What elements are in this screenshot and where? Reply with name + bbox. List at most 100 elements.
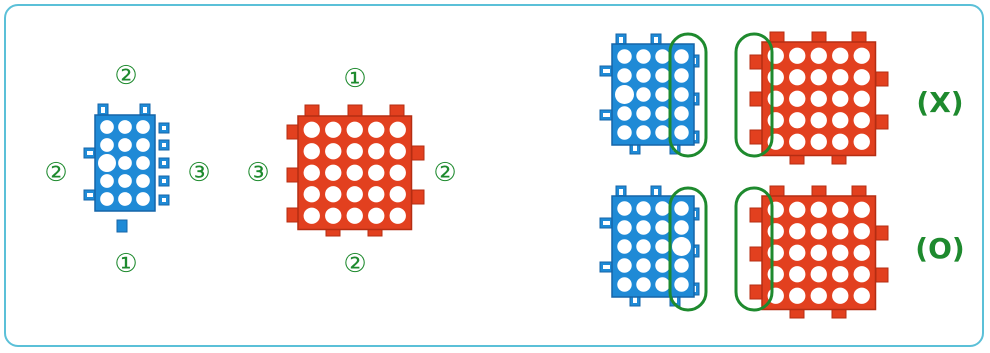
ex1-blue-block-tab-notch <box>654 37 658 43</box>
ex1-blue-block-hole <box>674 49 688 63</box>
ex2-red-block-hole <box>789 223 805 239</box>
ex2-red-block-hole <box>832 223 848 239</box>
ex2-red-block-tab <box>876 268 888 282</box>
red-piece-group: ① ② ③ ② <box>246 64 456 279</box>
red-block-hole <box>325 208 341 224</box>
ex1-blue-block-tab-notch <box>619 37 623 43</box>
ex1-blue-block-hole <box>617 125 631 139</box>
ex2-blue-block-tab-notch <box>603 221 610 225</box>
red-block-hole <box>368 208 384 224</box>
ex2-red-block-hole <box>854 266 870 282</box>
red-block-hole <box>368 165 384 181</box>
blue-block-hole <box>136 120 150 134</box>
ex1-red-block-hole <box>811 134 827 150</box>
ex2-blue-block-hole <box>617 201 631 215</box>
ex1-red-block-hole <box>854 112 870 128</box>
ex2-red-block-hole <box>789 266 805 282</box>
red-block-hole <box>325 122 341 138</box>
ex1-blue-block-hole <box>615 85 634 104</box>
ex2-blue-block-hole <box>655 239 669 253</box>
ex2-red-block-hole <box>832 266 848 282</box>
red-label-right: ② <box>433 158 456 188</box>
ex2-red-block-hole <box>768 245 784 261</box>
red-block-hole <box>390 186 406 202</box>
ex2-red-block-hole <box>854 202 870 218</box>
ex1-red-block-tab <box>750 92 763 106</box>
ex1-blue-block-tab-notch <box>603 69 610 73</box>
blue-block-hole <box>100 174 114 188</box>
ex1-red-block-hole <box>768 91 784 107</box>
blue-block <box>84 104 169 232</box>
example-incorrect-blue-block <box>600 34 699 154</box>
red-block-hole <box>347 165 363 181</box>
ex1-red-block-hole <box>811 112 827 128</box>
ex2-red-block-hole <box>832 245 848 261</box>
ex2-red-block-hole <box>789 245 805 261</box>
blue-piece-group: ② ① ② ③ <box>44 61 210 279</box>
ex1-red-block-hole <box>854 48 870 64</box>
red-block-hole <box>390 165 406 181</box>
ex2-blue-block-hole <box>636 201 650 215</box>
ex2-red-block-hole <box>768 202 784 218</box>
red-block-hole <box>325 165 341 181</box>
ex1-red-block-hole <box>789 134 805 150</box>
red-block-hole <box>368 122 384 138</box>
red-block-tab <box>305 105 319 117</box>
ex1-red-block-hole <box>832 91 848 107</box>
blue-block-hole <box>136 156 150 170</box>
blue-block-tab-notch <box>162 198 166 202</box>
ex1-blue-block-hole <box>655 68 669 82</box>
ex1-red-block-tab <box>876 115 888 129</box>
ex1-red-block-hole <box>832 112 848 128</box>
ex1-red-block-tab <box>876 72 888 86</box>
ex2-red-block-tab <box>876 226 888 240</box>
red-block-tab <box>412 146 424 160</box>
ex2-blue-block-hole <box>672 237 691 256</box>
ex1-red-block-hole <box>811 69 827 85</box>
ex1-red-block-hole <box>832 69 848 85</box>
ex2-red-block-hole <box>811 266 827 282</box>
example-correct-mark: (O) <box>915 232 964 265</box>
ex2-blue-block-hole <box>655 258 669 272</box>
ex1-blue-block-hole <box>655 49 669 63</box>
ex1-red-block-hole <box>768 112 784 128</box>
ex1-blue-block-hole <box>674 87 688 101</box>
blue-block-tab-notch <box>87 193 93 197</box>
red-block-hole <box>304 165 320 181</box>
red-block-hole <box>304 186 320 202</box>
ex2-red-block-hole <box>768 223 784 239</box>
red-label-top: ① <box>343 64 366 94</box>
example-correct: (O) <box>600 186 965 318</box>
red-block-hole <box>347 143 363 159</box>
blue-block-tab <box>117 220 127 232</box>
ex1-blue-block-hole <box>674 106 688 120</box>
blue-block-hole <box>100 192 114 206</box>
blue-block-hole <box>118 174 132 188</box>
ex1-blue-block-tab-notch <box>603 113 610 117</box>
blue-block-hole <box>118 156 132 170</box>
ex1-blue-block-hole <box>674 125 688 139</box>
ex1-blue-block-hole <box>636 49 650 63</box>
ex2-blue-block-hole <box>674 220 688 234</box>
ex2-red-block-hole <box>854 245 870 261</box>
ex2-blue-block-tab-notch <box>633 297 637 303</box>
blue-block-hole <box>136 192 150 206</box>
red-block-hole <box>325 186 341 202</box>
ex2-blue-block-tab-notch <box>619 189 623 195</box>
ex1-red-block-hole <box>789 48 805 64</box>
red-block-hole <box>368 186 384 202</box>
ex1-red-block-hole <box>768 69 784 85</box>
ex2-red-block-hole <box>854 288 870 304</box>
ex1-red-block-tab <box>750 55 763 69</box>
blue-block-hole <box>136 174 150 188</box>
ex1-blue-block-hole <box>674 68 688 82</box>
red-block-tab <box>287 125 299 139</box>
blue-block-tab-notch <box>162 161 166 165</box>
ex2-red-block-hole <box>768 266 784 282</box>
red-block-hole <box>347 186 363 202</box>
ex2-blue-block-hole <box>636 258 650 272</box>
ex1-blue-block-hole <box>655 87 669 101</box>
red-block-hole <box>390 143 406 159</box>
ex2-red-block-hole <box>789 202 805 218</box>
ex2-red-block-hole <box>854 223 870 239</box>
